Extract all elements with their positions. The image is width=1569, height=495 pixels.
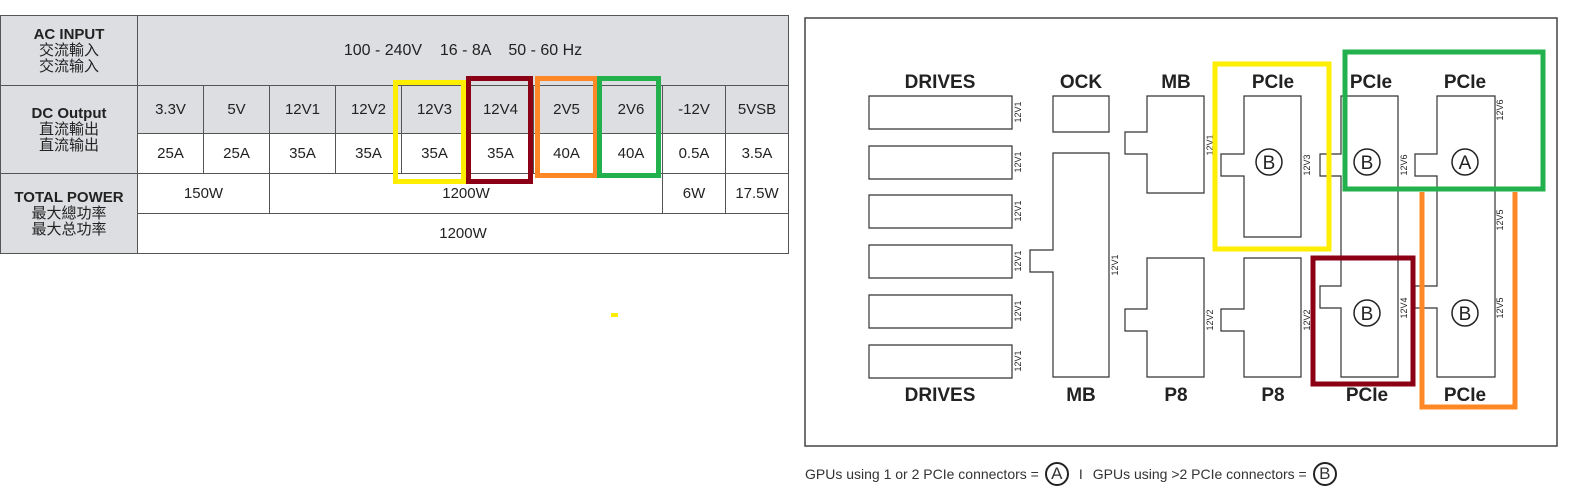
highlight-12v4 [466,76,533,184]
rail-label: 12V1 [1205,134,1215,155]
highlight-12v3 [393,80,466,184]
legend-text-a: GPUs using 1 or 2 PCIe connectors = [805,466,1039,482]
gpu-type-letter: B [1361,304,1374,325]
rail-label: 12V3 [1302,154,1312,175]
rail-label: 12V2 [1302,309,1312,330]
gpu-type-circle-icon [1451,299,1479,327]
circle-a-icon: A [1044,462,1069,486]
top-label: PCIe [1444,72,1486,93]
rail-3.3V: 3.3V [137,85,204,134]
highlight-12v4-box [1310,255,1416,387]
gpu-type-letter: B [1263,153,1276,174]
pcie-connector-2 [1319,95,1399,378]
drive-connector [868,244,1013,279]
rail-label: 12V1 [1013,200,1023,221]
p8-connector-1 [1124,257,1205,378]
rail-label: 12V1 [1013,250,1023,271]
yellow-mark [611,313,618,317]
rail-label: 12V4 [1399,297,1409,318]
gpu-type-circle-icon [1255,148,1283,176]
rail-label: 12V6 [1399,154,1409,175]
pcie-connector-3 [1414,95,1496,378]
mb-cpu-connector [1124,95,1205,194]
gpu-type-circle-icon [1353,148,1381,176]
legend: GPUs using 1 or 2 PCIe connectors = A I … [805,462,1337,486]
top-label: DRIVES [905,72,976,93]
rail-label: 12V5 [1495,209,1505,230]
total-combined: 1200W [137,213,789,254]
bottom-label: PCIe [1346,385,1388,406]
gpu-type-letter: A [1459,153,1472,174]
amps-3.3V: 25A [137,133,204,174]
ock-connector [1052,95,1110,133]
mb-24pin-connector [1029,152,1110,378]
rail-label: 12V1 [1013,350,1023,371]
legend-separator: I [1078,466,1083,482]
gpu-type-letter: B [1459,304,1472,325]
total-3v3-5v: 150W [137,173,270,214]
ac-input-value: 100 - 240V 16 - 8A 50 - 60 Hz [137,15,789,86]
drive-connector [868,145,1013,180]
highlight-2v6-box [1342,49,1546,192]
bottom-label: MB [1066,385,1096,406]
rail--12V: -12V [662,85,726,134]
gpu-type-circle-icon [1353,299,1381,327]
rail-12V2: 12V2 [335,85,402,134]
amps-12V3: 35A [401,133,468,174]
drive-connector [868,344,1013,379]
highlight-2v5 [535,76,598,178]
bottom-label: DRIVES [905,385,976,406]
top-label: PCIe [1350,72,1392,93]
p8-connector-2 [1220,257,1302,378]
rail-5VSB: 5VSB [725,85,789,134]
diagram-frame [804,17,1558,447]
drive-connector [868,194,1013,229]
bottom-label: P8 [1261,385,1284,406]
rail-label: 12V1 [1110,254,1120,275]
rail-label: 12V5 [1495,297,1505,318]
rail-12V4: 12V4 [467,85,534,134]
rail-2V5: 2V5 [533,85,600,134]
bottom-label: P8 [1164,385,1187,406]
circle-b-icon: B [1312,462,1337,486]
amps-5VSB: 3.5A [725,133,789,174]
rail-label: 12V6 [1495,99,1505,120]
amps-5V: 25A [203,133,270,174]
amps-2V5: 40A [533,133,600,174]
highlight-12v3-box [1212,61,1332,252]
drive-connector [868,95,1013,130]
legend-text-b: GPUs using >2 PCIe connectors = [1092,466,1307,482]
gpu-type-letter: B [1361,153,1374,174]
rail-2V6: 2V6 [599,85,663,134]
amps--12V: 0.5A [662,133,726,174]
drive-connector [868,294,1013,329]
top-label: PCIe [1252,72,1294,93]
gpu-type-circle-icon [1451,148,1479,176]
top-label: OCK [1060,72,1103,93]
highlight-2v6 [597,76,661,178]
rail-label: 12V1 [1013,151,1023,172]
rail-12V1: 12V1 [269,85,336,134]
bottom-label: PCIe [1444,385,1486,406]
rail-5V: 5V [203,85,270,134]
rail-label: 12V1 [1013,300,1023,321]
highlight-2v5-box [1419,192,1518,410]
rail-label: 12V2 [1205,309,1215,330]
rail-label: 12V1 [1013,101,1023,122]
top-label: MB [1161,72,1191,93]
